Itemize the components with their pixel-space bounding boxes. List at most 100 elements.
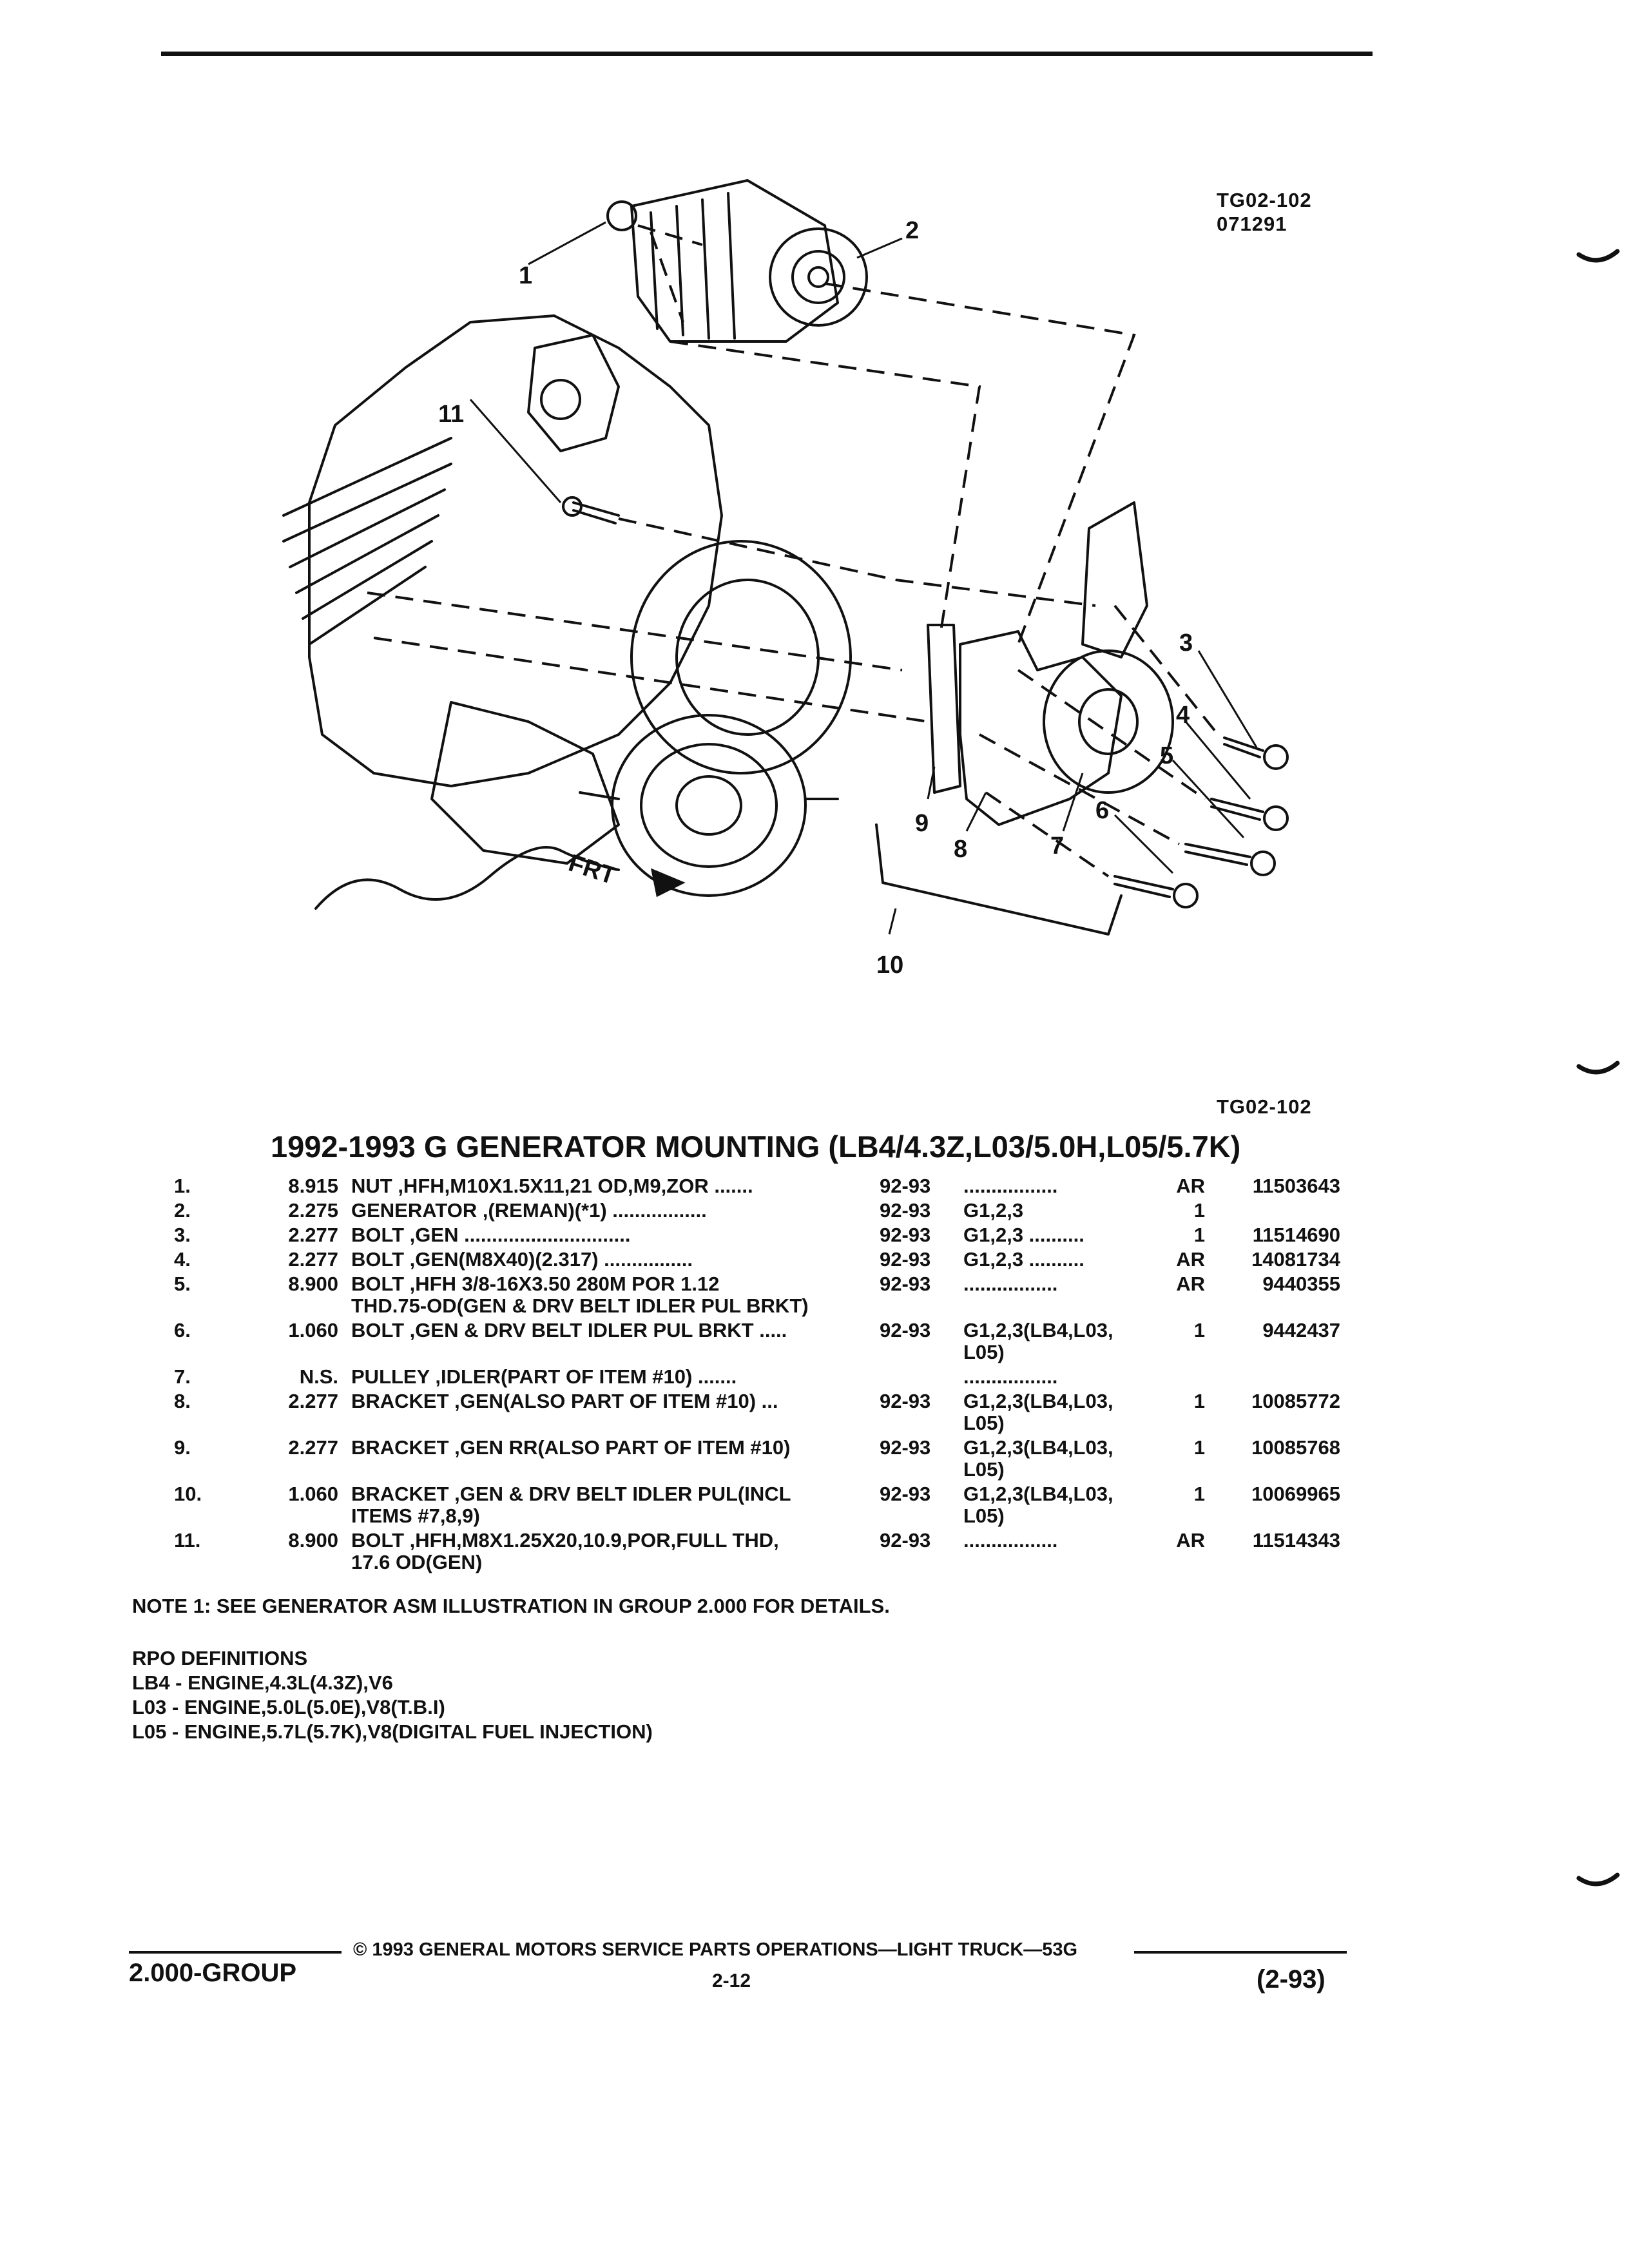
description-continued: 17.6 OD(GEN) [351,1551,483,1573]
description: NUT ,HFH,M10X1.5X11,21 OD,M9,ZOR ....... [351,1173,880,1197]
quantity-text: 1 [1193,1319,1205,1341]
rear-bracket [927,624,961,794]
revision: (2-93) [1257,1965,1325,1994]
rpo-item: L05 - ENGINE,5.7L(5.7K),V8(DIGITAL FUEL … [132,1720,653,1743]
quantity-text: 1 [1193,1483,1205,1505]
application: G1,2,3(LB4,L03,L05) [963,1317,1170,1363]
engine-block [308,314,723,787]
item-number-text: 4. [174,1248,191,1271]
application-text: ................. [963,1175,1058,1197]
item-number: 2. [174,1197,238,1222]
group-number-text: 2.277 [288,1436,338,1459]
description-continued: THD.75-OD(GEN & DRV BELT IDLER PUL BRKT) [351,1294,809,1317]
group-number-text: 1.060 [288,1319,338,1341]
model-years: 92-93 [880,1434,963,1481]
item-number: 3. [174,1222,238,1246]
item-number: 6. [174,1317,238,1363]
application: ................. [963,1271,1170,1317]
quantity-text: AR [1176,1175,1205,1197]
model-years-text: 92-93 [880,1319,931,1341]
timing-cover [430,701,620,865]
part-number-text: 10085768 [1251,1436,1340,1459]
item-number-text: 8. [174,1390,191,1412]
callout-9: 9 [915,810,929,837]
part-number [1218,1197,1340,1222]
group-number-text: 2.275 [288,1199,338,1222]
group-number: N.S. [238,1363,351,1388]
application-continued: L05) [963,1341,1005,1363]
model-years-text: 92-93 [880,1199,931,1222]
application-text: G1,2,3(LB4,L03, [963,1319,1113,1341]
group-number-text: N.S. [299,1365,338,1388]
model-years: 92-93 [880,1317,963,1363]
group-number-text: 8.900 [288,1273,338,1295]
item-number-text: 1. [174,1175,191,1197]
quantity: 1 [1170,1481,1218,1527]
bolts [1113,736,1289,908]
footer-rule [1134,1951,1347,1954]
description-text: BOLT ,HFH 3/8-16X3.50 280M POR 1.12 [351,1273,720,1295]
item-number: 1. [174,1173,238,1197]
callout-3: 3 [1179,629,1193,657]
description-text: BRACKET ,GEN & DRV BELT IDLER PUL(INCL [351,1483,791,1505]
description-text: BOLT ,GEN & DRV BELT IDLER PUL BRKT ....… [351,1319,787,1341]
binder-mark [1576,1061,1620,1075]
callout-2: 2 [905,217,919,244]
item-number-text: 10. [174,1483,202,1505]
parts-row: 6. 1.060 BOLT ,GEN & DRV BELT IDLER PUL BR… [174,1317,1340,1363]
item-number: 9. [174,1434,238,1481]
parts-row: 5. 8.900 BOLT ,HFH 3/8-16X3.50 280M POR 1.… [174,1271,1340,1317]
model-years-text: 92-93 [880,1224,931,1246]
item-number: 4. [174,1246,238,1271]
group-number: 2.277 [238,1434,351,1481]
model-years: 92-93 [880,1197,963,1222]
application-text: G1,2,3 [963,1199,1024,1222]
quantity-text: 1 [1193,1390,1205,1412]
description-continued: ITEMS #7,8,9) [351,1504,480,1527]
group-number: 2.275 [238,1197,351,1222]
part-number-text: 14081734 [1251,1248,1340,1271]
callout-5: 5 [1160,742,1173,769]
quantity: AR [1170,1527,1218,1573]
description: BRACKET ,GEN RR(ALSO PART OF ITEM #10) [351,1434,880,1481]
quantity-text: AR [1176,1248,1205,1271]
part-number-text: 10069965 [1251,1483,1340,1505]
application: G1,2,3(LB4,L03,L05) [963,1388,1170,1434]
part-number-text: 9440355 [1262,1273,1340,1295]
callout-7: 7 [1050,832,1064,860]
model-years [880,1363,963,1388]
part-number: 14081734 [1218,1246,1340,1271]
application-text: ................. [963,1529,1058,1552]
rpo-item: L03 - ENGINE,5.0L(5.0E),V8(T.B.I) [132,1696,445,1718]
binder-mark [1576,249,1620,263]
item-number: 7. [174,1363,238,1388]
application: G1,2,3 .......... [963,1246,1170,1271]
description-text: BOLT ,GEN(M8X40)(2.317) ................ [351,1248,693,1271]
front-label: FRT [565,850,619,890]
note: NOTE 1: SEE GENERATOR ASM ILLUSTRATION I… [132,1595,890,1617]
quantity: 1 [1170,1222,1218,1246]
part-number-text: 11514690 [1252,1224,1340,1246]
description-text: BOLT ,GEN .............................. [351,1224,631,1246]
application-continued: L05) [963,1458,1005,1481]
part-number: 11514690 [1218,1222,1340,1246]
bracket-assembly [959,630,1123,826]
quantity: 1 [1170,1317,1218,1363]
application-text: G1,2,3 .......... [963,1248,1084,1271]
group-number: 2.277 [238,1222,351,1246]
page-number: 2-12 [712,1970,751,1992]
part-number: 11514343 [1218,1527,1340,1573]
model-years-text: 92-93 [880,1390,931,1412]
item-number: 5. [174,1271,238,1317]
parts-row: 9. 2.277 BRACKET ,GEN RR(ALSO PART OF ITEM… [174,1434,1340,1481]
group-number-text: 2.277 [288,1224,338,1246]
description: BOLT ,GEN(M8X40)(2.317) ................ [351,1246,880,1271]
item-number-text: 5. [174,1273,191,1295]
callout-4: 4 [1176,702,1190,729]
item-number-text: 11. [174,1529,201,1552]
